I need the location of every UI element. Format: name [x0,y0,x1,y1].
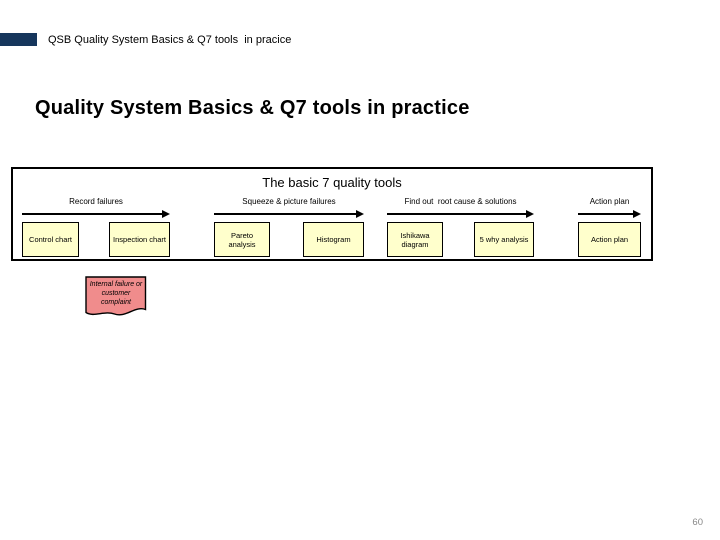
tool-row: Action plan [578,222,641,257]
header-accent-bar [0,33,37,46]
stage-record-failures: Record failures Control chart Inspection… [22,196,170,257]
arrow-head [526,210,534,218]
quality-tools-diagram: The basic 7 quality tools Record failure… [11,167,653,261]
tool-row: Pareto analysis Histogram [214,222,364,257]
tool-row: Control chart Inspection chart [22,222,170,257]
stage-label: Action plan [589,197,630,206]
right-arrow-icon [387,210,534,218]
sticky-note: Internal failure or customer complaint [85,276,147,320]
right-arrow-icon [22,210,170,218]
arrow-head [356,210,364,218]
diagram-title: The basic 7 quality tools [262,175,402,190]
arrow-line [578,213,633,215]
page-number: 60 [692,517,703,528]
arrow-line [387,213,526,215]
tool-box-5-why-analysis: 5 why analysis [474,222,534,257]
stage-squeeze-picture-failures: Squeeze & picture failures Pareto analys… [214,196,364,257]
tool-box-ishikawa-diagram: Ishikawa diagram [387,222,443,257]
tool-box-histogram: Histogram [303,222,364,257]
right-arrow-icon [578,210,641,218]
tool-row: Ishikawa diagram 5 why analysis [387,222,534,257]
tool-box-pareto-analysis: Pareto analysis [214,222,270,257]
arrow-head [162,210,170,218]
header-label: QSB Quality System Basics & Q7 tools in … [48,34,292,46]
arrow-head [633,210,641,218]
page-title: Quality System Basics & Q7 tools in prac… [35,97,470,119]
sticky-note-label: Internal failure or customer complaint [89,281,143,307]
tool-box-control-chart: Control chart [22,222,79,257]
tool-box-action-plan: Action plan [578,222,641,257]
right-arrow-icon [214,210,364,218]
arrow-line [214,213,356,215]
stage-find-root-cause: Find out root cause & solutions Ishikawa… [387,196,534,257]
stage-action-plan: Action plan Action plan [578,196,641,257]
stage-label: Squeeze & picture failures [242,197,336,206]
stage-label: Record failures [69,197,123,206]
tool-box-inspection-chart: Inspection chart [109,222,170,257]
stage-label: Find out root cause & solutions [404,197,517,206]
sticky-note-shape [85,276,147,316]
arrow-line [22,213,162,215]
